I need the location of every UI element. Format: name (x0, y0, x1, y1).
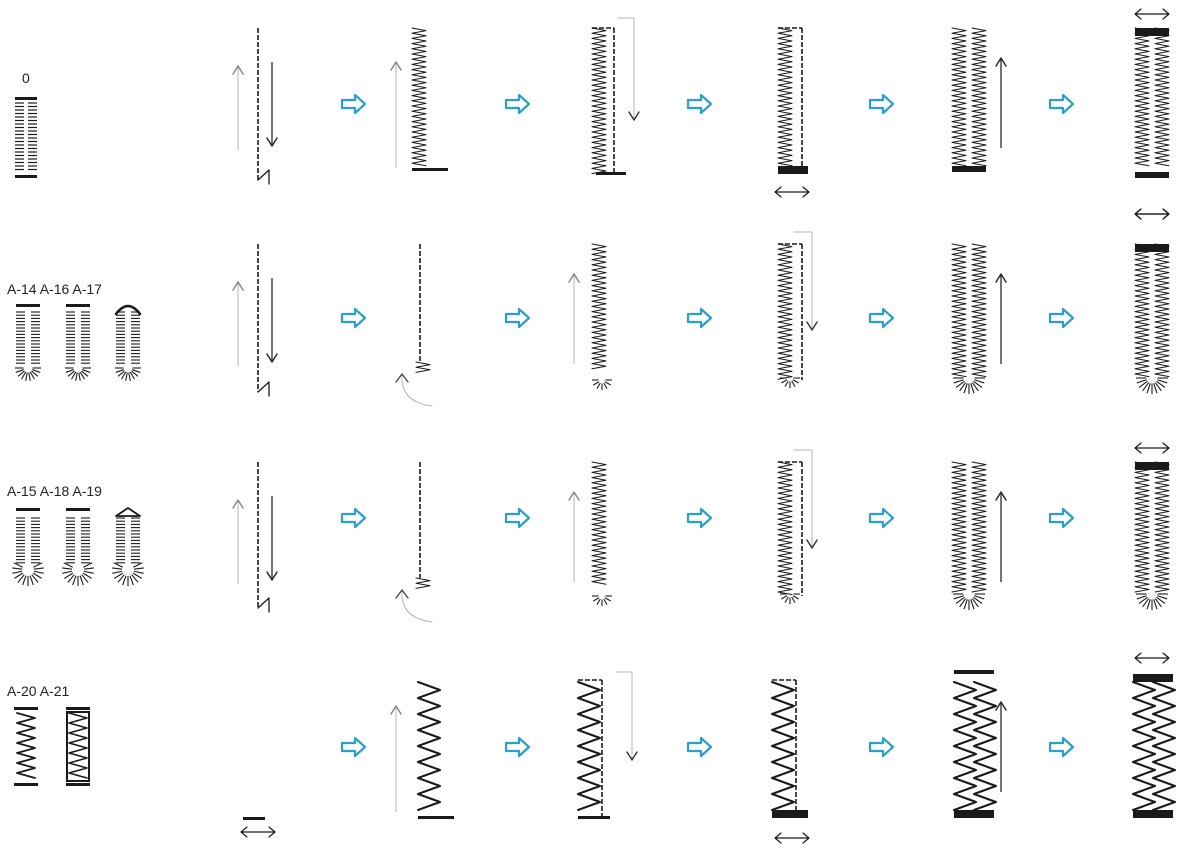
step-6 (1134, 8, 1170, 220)
process-arrow-4 (868, 507, 895, 529)
step-6 (1134, 442, 1170, 610)
step-5 (953, 670, 1007, 818)
step-1 (240, 817, 276, 838)
step-3 (568, 461, 612, 606)
thumb-a16 (65, 304, 91, 381)
process-arrow-4 (868, 307, 895, 329)
step-5 (951, 461, 1007, 610)
thumb-a17 (114, 304, 142, 381)
thumb-a14 (15, 304, 41, 381)
thumb-a19 (112, 507, 144, 586)
process-arrow-3 (686, 307, 713, 329)
sequence-row-4 (240, 652, 1176, 844)
process-arrow-2 (504, 507, 531, 529)
process-arrow-5 (1048, 307, 1075, 329)
step-4 (777, 449, 818, 604)
thumb-a21 (66, 707, 90, 786)
process-arrow-4 (868, 93, 895, 115)
step-2 (390, 27, 448, 171)
process-arrow-1 (340, 93, 367, 115)
row-label-a14-a16-a17: A-14 A-16 A-17 (7, 281, 102, 297)
step-4 (774, 27, 810, 198)
step-5 (951, 27, 1007, 172)
step-6 (1134, 208, 1170, 394)
process-arrow-5 (1048, 736, 1075, 758)
process-arrow-3 (686, 507, 713, 529)
thumb-a18 (62, 508, 94, 586)
step-2 (390, 681, 454, 819)
step-3 (591, 17, 640, 175)
thumb-0 (15, 97, 37, 178)
step-3 (577, 671, 638, 819)
step-1 (232, 28, 278, 185)
row-label-0: 0 (22, 70, 30, 86)
step-4 (771, 679, 810, 844)
process-arrow-1 (340, 507, 367, 529)
step-1 (232, 244, 278, 397)
process-arrow-1 (340, 307, 367, 329)
row-label-a20-a21: A-20 A-21 (7, 683, 70, 699)
process-arrow-3 (686, 736, 713, 758)
sequence-row-3 (232, 442, 1170, 623)
left-thumbnails (12, 97, 144, 786)
process-arrow-2 (504, 736, 531, 758)
step-3 (568, 243, 612, 390)
process-arrow-4 (868, 736, 895, 758)
process-arrow-3 (686, 93, 713, 115)
process-arrow-2 (504, 93, 531, 115)
step-4 (777, 231, 818, 388)
step-6 (1132, 652, 1176, 818)
process-arrow-1 (340, 736, 367, 758)
thumb-a20 (14, 707, 38, 786)
thumb-a15 (12, 508, 44, 586)
step-5 (951, 243, 1007, 394)
sequence-row-2 (232, 208, 1170, 407)
step-2 (395, 462, 433, 623)
step-1 (232, 462, 278, 613)
process-arrow-5 (1048, 507, 1075, 529)
step-2 (395, 244, 433, 407)
process-arrow-2 (504, 307, 531, 329)
sequence-row-1 (232, 8, 1170, 220)
process-arrow-5 (1048, 93, 1075, 115)
row-label-a15-a18-a19: A-15 A-18 A-19 (7, 483, 102, 499)
